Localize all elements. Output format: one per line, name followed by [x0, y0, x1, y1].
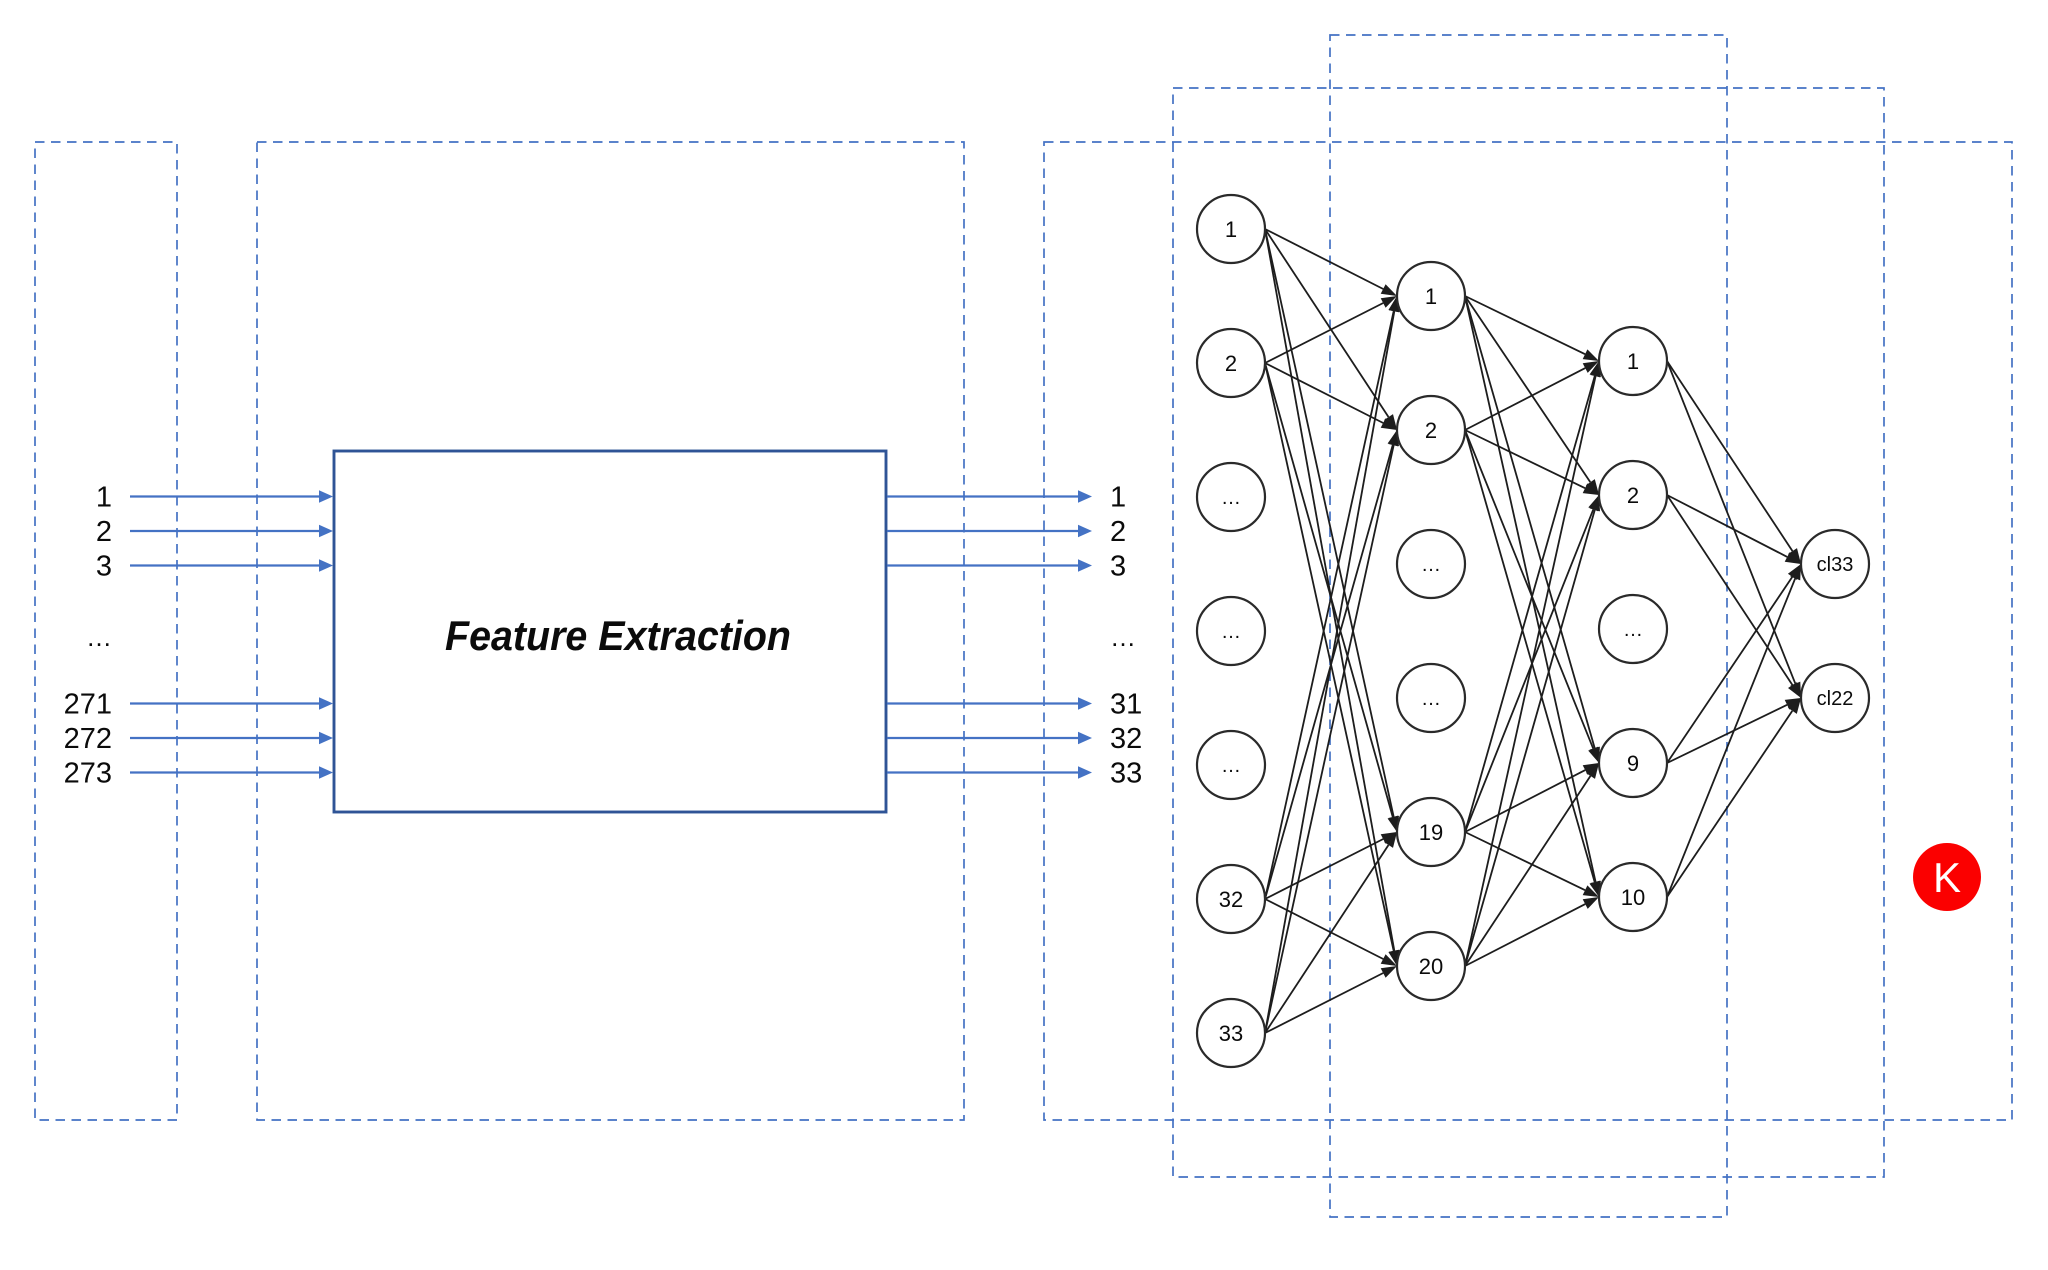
- svg-text:1: 1: [1225, 217, 1237, 242]
- svg-text:272: 272: [64, 723, 112, 755]
- svg-text:33: 33: [1110, 758, 1142, 790]
- svg-text:2: 2: [1425, 418, 1437, 443]
- svg-text:1: 1: [1425, 284, 1437, 309]
- svg-text:271: 271: [64, 689, 112, 721]
- svg-text:…: …: [1221, 487, 1241, 509]
- svg-text:…: …: [86, 622, 112, 652]
- svg-text:…: …: [1421, 554, 1441, 576]
- svg-text:32: 32: [1110, 723, 1142, 755]
- svg-text:K: K: [1933, 854, 1961, 901]
- svg-text:19: 19: [1419, 820, 1443, 845]
- svg-text:3: 3: [1110, 551, 1126, 583]
- svg-text:9: 9: [1627, 751, 1639, 776]
- svg-text:2: 2: [1225, 351, 1237, 376]
- svg-text:3: 3: [96, 551, 112, 583]
- svg-text:…: …: [1221, 621, 1241, 643]
- svg-text:cl22: cl22: [1817, 688, 1854, 710]
- svg-text:2: 2: [1627, 483, 1639, 508]
- svg-text:2: 2: [96, 516, 112, 548]
- svg-text:1: 1: [96, 482, 112, 514]
- svg-text:32: 32: [1219, 887, 1243, 912]
- svg-text:33: 33: [1219, 1021, 1243, 1046]
- svg-text:1: 1: [1627, 349, 1639, 374]
- svg-text:…: …: [1421, 688, 1441, 710]
- svg-text:…: …: [1110, 622, 1136, 652]
- svg-text:273: 273: [64, 758, 112, 790]
- svg-text:2: 2: [1110, 516, 1126, 548]
- svg-text:Feature Extraction: Feature Extraction: [445, 612, 791, 659]
- svg-text:1: 1: [1110, 482, 1126, 514]
- svg-text:cl33: cl33: [1817, 554, 1854, 576]
- svg-text:…: …: [1221, 755, 1241, 777]
- svg-text:31: 31: [1110, 689, 1142, 721]
- svg-text:20: 20: [1419, 954, 1443, 979]
- svg-text:10: 10: [1621, 885, 1645, 910]
- svg-text:…: …: [1623, 619, 1643, 641]
